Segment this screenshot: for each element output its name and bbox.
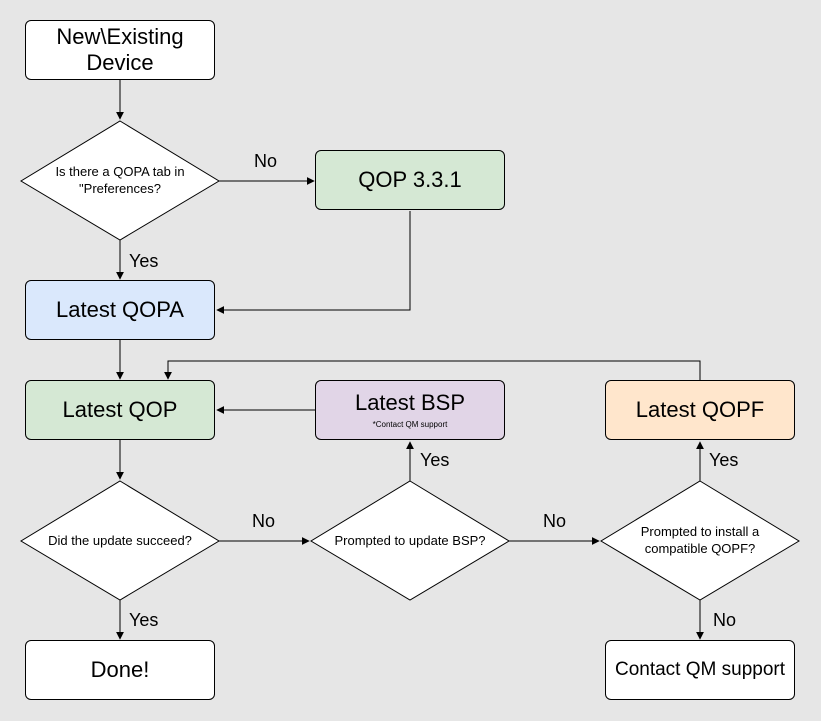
done-node: Done! <box>25 640 215 700</box>
decision-bsp-label: Prompted to update BSP? <box>334 532 486 548</box>
contact-support-node-label: Contact QM support <box>614 658 786 680</box>
edge-label-qopf-yes: Yes <box>709 450 739 470</box>
edge-label-update-yes: Yes <box>129 610 159 630</box>
decision-qopa-label: Is there a QOPA tab in "Preferences? <box>55 164 185 196</box>
decision-update-label: Did the update succeed? <box>48 532 192 548</box>
contact-support-node: Contact QM support <box>605 640 795 700</box>
decision-qopf-label: Prompted to install a compatible QOPF? <box>640 524 760 556</box>
edge-label-qopa-no: No <box>254 151 278 171</box>
qop331-node-label: QOP 3.3.1 <box>358 166 462 192</box>
edge-label-qopf-no: No <box>713 610 737 630</box>
edge-label-bsp-yes: Yes <box>420 450 450 470</box>
edge-label-update-no: No <box>252 511 276 531</box>
edge-qopf-to-qop <box>164 360 701 380</box>
latest-bsp-node: Latest BSP *Contact QM support <box>315 380 505 440</box>
decision-bsp-shape <box>310 480 510 601</box>
edge-label-bsp-no: No <box>543 511 567 531</box>
latest-qopa-node: Latest QOPA <box>25 280 215 340</box>
latest-qopa-node-label: Latest QOPA <box>56 296 184 322</box>
done-node-label: Done! <box>90 656 150 682</box>
latest-qop-node: Latest QOP <box>25 380 215 440</box>
edge-qop331-to-qopa <box>216 211 411 314</box>
start-node: New\Existing Device <box>25 20 215 80</box>
latest-bsp-note: *Contact QM support <box>372 420 448 430</box>
latest-qop-node-label: Latest QOP <box>62 396 178 422</box>
edge-label-qopa-yes: Yes <box>129 251 159 271</box>
latest-qopf-node: Latest QOPF <box>605 380 795 440</box>
start-node-label: New\Existing Device <box>56 23 184 75</box>
qop331-node: QOP 3.3.1 <box>315 150 505 210</box>
latest-qopf-node-label: Latest QOPF <box>635 396 765 422</box>
latest-bsp-node-label: Latest BSP <box>354 390 466 415</box>
